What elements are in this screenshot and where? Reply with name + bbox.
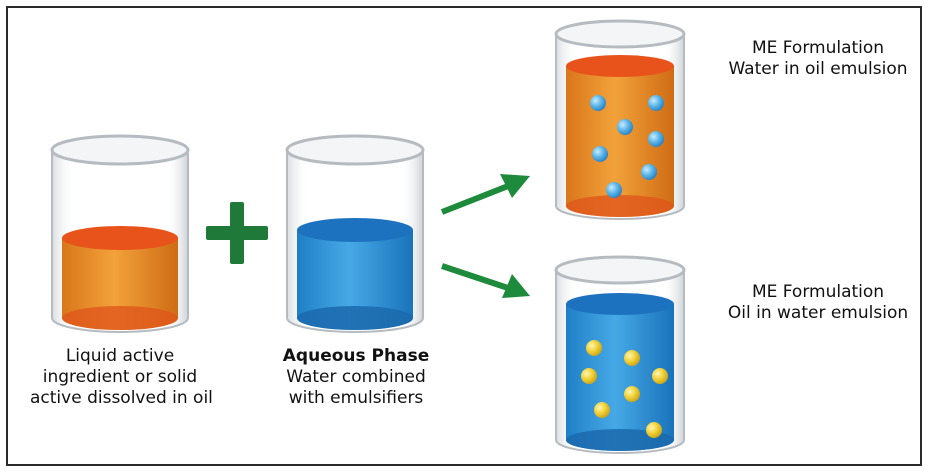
beaker-aqueous [285, 134, 425, 333]
oil-droplets [581, 340, 668, 438]
water-droplet [592, 146, 608, 162]
water-droplet [617, 119, 633, 135]
beaker-water-in-oil [554, 19, 686, 220]
oil-droplet [581, 368, 597, 384]
aqueous-phase-caption: Aqueous Phase Water combined with emulsi… [266, 346, 446, 409]
caption-line: ingredient or solid [42, 367, 198, 387]
oil-droplet [646, 422, 662, 438]
water-droplet [606, 182, 622, 198]
water-surface [297, 218, 413, 242]
o-in-w-caption: ME Formulation Oil in water emulsion [716, 282, 920, 324]
water-droplet [648, 95, 664, 111]
oil-droplet [652, 368, 668, 384]
water-droplets [590, 95, 664, 198]
plus-icon [206, 202, 268, 264]
oil-phase-caption: Liquid active ingredient or solid active… [30, 346, 213, 409]
caption-line: Water combined [286, 367, 426, 387]
water-droplet [590, 95, 606, 111]
arrow-down-right-icon [441, 263, 530, 298]
oil-droplet [586, 340, 602, 356]
oil-surface [62, 226, 178, 250]
formulation-subtitle: Water in oil emulsion [728, 59, 908, 79]
formulation-title: ME Formulation [751, 282, 885, 302]
aqueous-phase-title: Aqueous Phase [282, 346, 430, 366]
oil-liquid [62, 238, 178, 330]
formulation-subtitle: Oil in water emulsion [727, 303, 909, 323]
oil-droplet [624, 386, 640, 402]
oil-surface [566, 55, 674, 77]
water-liquid [297, 230, 413, 330]
beaker-oil-in-water [554, 255, 686, 454]
caption-line: with emulsifiers [288, 388, 424, 408]
caption-line: active dissolved in oil [30, 388, 213, 408]
water-droplet [641, 164, 657, 180]
beaker-oil [50, 134, 190, 333]
water-surface [566, 293, 674, 315]
w-in-o-caption: ME Formulation Water in oil emulsion [718, 38, 918, 80]
oil-droplet [594, 402, 610, 418]
formulation-title: ME Formulation [751, 38, 885, 58]
oil-droplet [624, 350, 640, 366]
caption-line: Liquid active [65, 346, 175, 366]
arrow-up-right-icon [440, 174, 530, 215]
water-droplet [648, 131, 664, 147]
